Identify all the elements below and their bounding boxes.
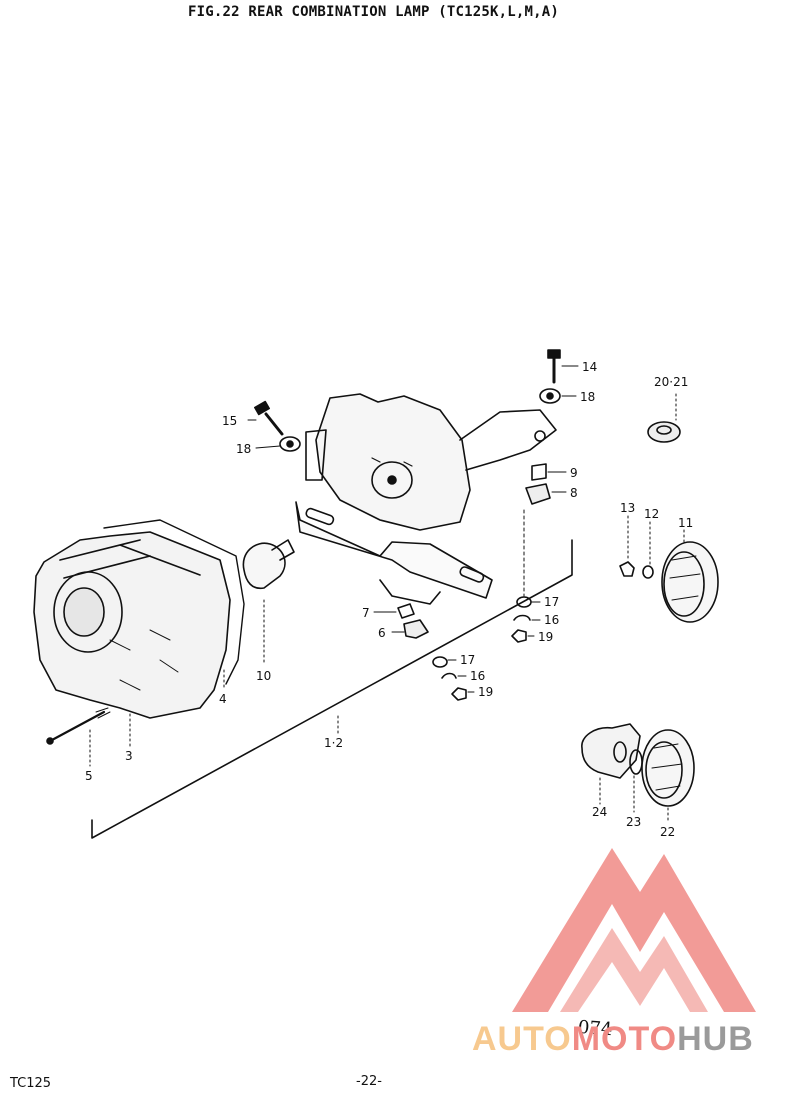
washer-12 [642,565,654,579]
label-part-14: 14 [582,360,597,374]
watermark-logo-icon [512,848,756,1012]
nut-19-left [451,687,467,701]
washer-17-right [516,596,532,608]
lock-washer-16-left [441,672,457,679]
label-part-16-right: 16 [544,613,559,627]
label-part-9: 9 [570,466,578,480]
collar-6 [403,619,429,639]
label-part-18-right: 18 [580,390,595,404]
figure-title: FIG.22 REAR COMBINATION LAMP (TC125K,L,M… [188,4,560,20]
nut-8 [525,483,551,505]
cushion-7 [397,603,415,619]
cushion-9 [531,463,547,481]
page-number: -22- [356,1074,382,1089]
label-part-10: 10 [256,669,271,683]
label-part-12: 12 [644,507,659,521]
label-part-17-right: 17 [544,595,559,609]
label-part-17-left: 17 [460,653,475,667]
washer-17-left [432,656,448,668]
model-code: TC125 [10,1076,52,1091]
watermark-text: AUTOMOTOHUB [472,1020,754,1059]
label-part-19-left: 19 [478,685,493,699]
lamp-base-bracket [305,393,557,531]
bolt-14 [547,349,561,384]
label-part-7: 7 [362,606,370,620]
watermark-moto: MOTO [571,1020,678,1058]
lock-washer-16-right [513,614,531,621]
side-lens-22 [641,729,695,807]
watermark-auto: AUTO [472,1020,572,1058]
washer-18-left [279,436,301,452]
label-part-23: 23 [626,815,641,829]
lamp-housing [33,531,231,719]
label-part-6: 6 [378,626,386,640]
washer-18-right [539,388,561,404]
label-part-19-right: 19 [538,630,553,644]
label-part-1-2: 1·2 [324,736,343,750]
bolt-15 [254,400,284,436]
label-part-3: 3 [125,749,133,763]
label-part-18-left: 18 [236,442,251,456]
watermark-hub: HUB [677,1020,754,1058]
label-part-22: 22 [660,825,675,839]
nut-19-right [511,629,527,643]
label-part-15: 15 [222,414,237,428]
label-part-5: 5 [85,769,93,783]
grommet-20-21 [647,421,681,443]
leader-lines [89,365,685,823]
label-part-4: 4 [219,692,227,706]
part-number-labels: 14 18 15 18 9 8 17 16 19 17 16 19 7 6 20… [85,360,693,839]
label-part-20-21: 20·21 [654,375,688,389]
label-part-24: 24 [592,805,607,819]
assembly-bracket-line [91,539,573,839]
bulb [242,539,295,590]
nut-13 [619,561,635,577]
label-part-13: 13 [620,501,635,515]
screw-5 [46,707,111,745]
label-part-8: 8 [570,486,578,500]
reflector-11 [661,541,719,623]
license-plate-stay [295,501,493,605]
label-part-16-left: 16 [470,669,485,683]
lens-gasket [103,519,245,685]
label-part-11: 11 [678,516,693,530]
side-lamp-base-24 [581,723,641,779]
